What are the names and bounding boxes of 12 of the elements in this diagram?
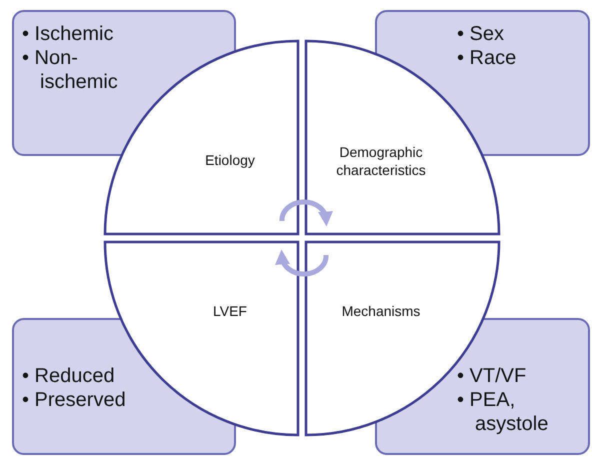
- quadrant-label: Demographic characteristics: [335, 143, 427, 179]
- bullet-item: • Sex: [457, 22, 506, 46]
- bullet-item: • Race: [457, 46, 518, 70]
- quadrant-label: Mechanisms: [340, 302, 422, 320]
- bullet-item: • Reduced: [22, 364, 116, 388]
- bullet-item: • VT/VF: [457, 364, 528, 388]
- bullet-item: • Ischemic: [22, 22, 114, 46]
- bullet-item: • Non-ischemic: [22, 46, 119, 94]
- bullet-item: • Preserved: [22, 388, 127, 412]
- bullet-item: • PEA, asystole: [457, 388, 550, 436]
- quadrant-label: LVEF: [212, 302, 248, 320]
- quadrant-label: Etiology: [204, 151, 256, 169]
